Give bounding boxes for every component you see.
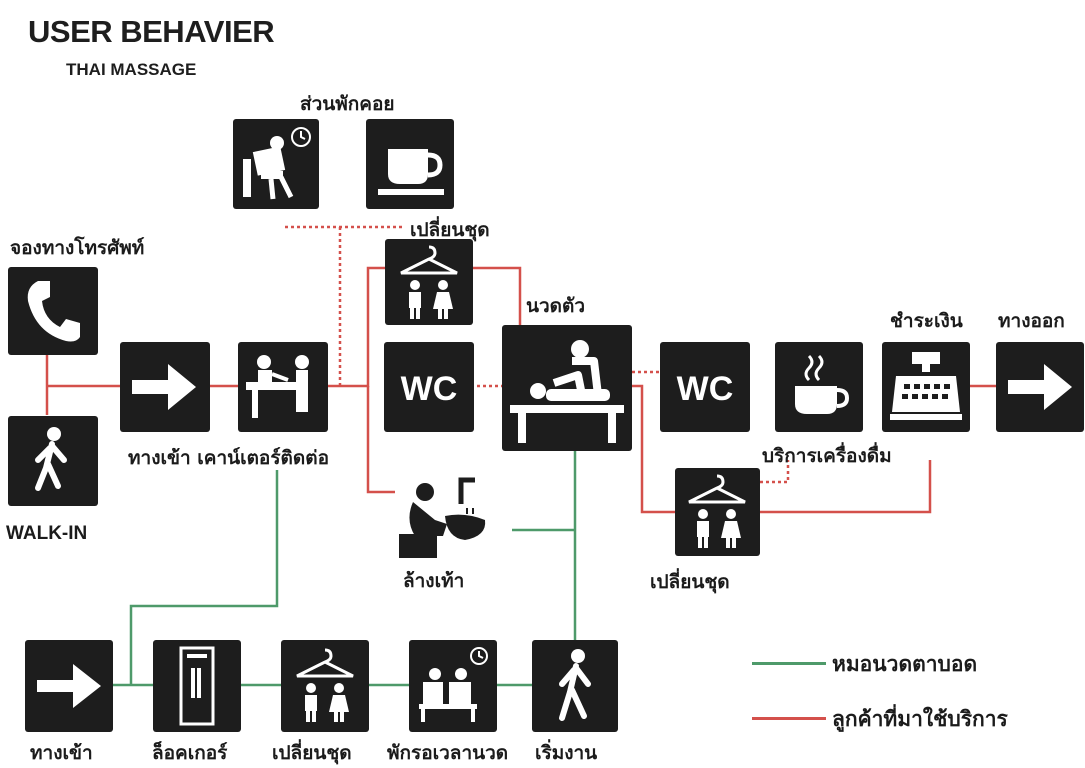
changing-room-icon bbox=[281, 640, 369, 732]
coffee-cup-icon bbox=[366, 119, 454, 209]
payment-label: ชำระเงิน bbox=[890, 310, 963, 332]
wc-right-text: WC bbox=[677, 370, 734, 408]
customer-path-drinks-dotted bbox=[760, 460, 790, 484]
wc-icon: WC bbox=[660, 342, 750, 432]
wc-icon: WC bbox=[384, 342, 474, 432]
hot-drink-icon bbox=[775, 342, 863, 432]
entrance-counter-label: ทางเข้า เคาน์เตอร์ติดต่อ bbox=[128, 447, 329, 469]
walking-person-icon bbox=[8, 416, 98, 506]
customer-path-change-to-register bbox=[760, 460, 932, 514]
drinks-service-label: บริการเครื่องดื่ม bbox=[762, 445, 892, 467]
walk-in-label: WALK-IN bbox=[6, 523, 88, 544]
walking-person-icon bbox=[532, 640, 618, 732]
arrow-right-icon bbox=[996, 342, 1084, 432]
locker-icon bbox=[153, 640, 241, 732]
arrow-right-icon bbox=[25, 640, 113, 732]
rest-waiting-icon bbox=[409, 640, 497, 732]
change-room-bottom-label: เปลี่ยนชุด bbox=[272, 742, 352, 764]
therapist-path-counter-down bbox=[129, 470, 279, 685]
cash-register-icon bbox=[882, 342, 970, 432]
massage-label: นวดตัว bbox=[526, 295, 586, 317]
staff-rest-label: พักรอเวลานวด bbox=[387, 742, 509, 764]
change-room-right-label: เปลี่ยนชุด bbox=[650, 571, 730, 593]
exit-label: ทางออก bbox=[998, 310, 1065, 332]
customer-path-lounge-dotted bbox=[285, 225, 405, 386]
changing-room-icon bbox=[675, 468, 760, 556]
wc-left-text: WC bbox=[401, 370, 458, 408]
legend-line-customer bbox=[752, 717, 826, 720]
phone-icon bbox=[8, 267, 98, 355]
reception-counter-icon bbox=[238, 342, 328, 432]
foot-wash-label: ล้างเท้า bbox=[403, 570, 465, 592]
staff-entrance-label: ทางเข้า bbox=[30, 742, 93, 764]
lounge-label: ส่วนพักคอย bbox=[300, 93, 395, 115]
massage-table-icon bbox=[502, 325, 632, 451]
phone-booking-label: จองทางโทรศัพท์ bbox=[10, 237, 145, 259]
locker-label: ล็อคเกอร์ bbox=[152, 742, 228, 764]
customer-path-massage-to-change-right bbox=[632, 384, 675, 514]
customer-path-counter-to-change bbox=[328, 266, 385, 388]
page-subtitle: THAI MASSAGE bbox=[66, 60, 197, 79]
changing-room-icon bbox=[385, 239, 473, 325]
legend-label-customer: ลูกค้าที่มาใช้บริการ bbox=[832, 707, 1008, 731]
reading-person-icon bbox=[233, 119, 319, 209]
legend-line-therapist bbox=[752, 662, 826, 665]
foot-wash-icon bbox=[395, 460, 513, 560]
customer-path-counter-footwash bbox=[366, 386, 395, 494]
page-title: USER BEHAVIER bbox=[28, 14, 275, 49]
change-room-upper-label: เปลี่ยนชุด bbox=[410, 219, 490, 241]
legend-label-therapist: หมอนวดตาบอด bbox=[832, 652, 978, 676]
arrow-right-icon bbox=[120, 342, 210, 432]
start-work-label: เริ่มงาน bbox=[535, 742, 598, 764]
customer-path-change-to-massage bbox=[472, 266, 522, 325]
